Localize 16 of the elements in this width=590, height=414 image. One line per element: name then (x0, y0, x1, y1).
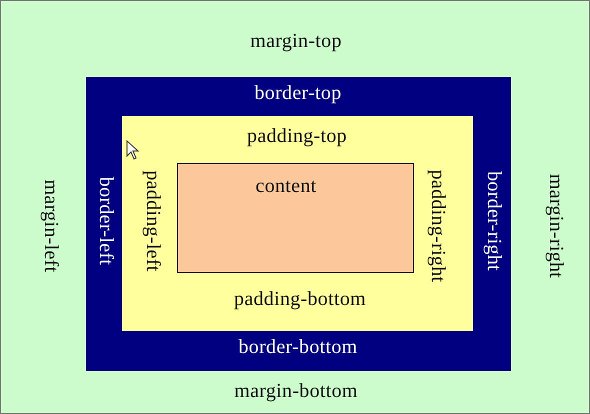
area-label: margin-right (545, 174, 567, 278)
area-label: margin-top (250, 30, 342, 52)
area-label: padding-bottom (234, 288, 366, 310)
area-label: border-top (254, 82, 342, 104)
area-label: padding-right (427, 170, 449, 282)
area-label: padding-left (142, 170, 164, 272)
padding-area (122, 116, 473, 331)
area-label: padding-top (247, 125, 347, 147)
area-label: border-bottom (238, 336, 358, 358)
area-label: border-right (483, 171, 505, 271)
content-area (177, 163, 414, 273)
border-area (86, 77, 511, 371)
area-label: margin-left (40, 180, 62, 272)
area-label: border-left (95, 176, 117, 266)
area-label: content (256, 175, 316, 197)
area-label: margin-bottom (234, 380, 358, 402)
